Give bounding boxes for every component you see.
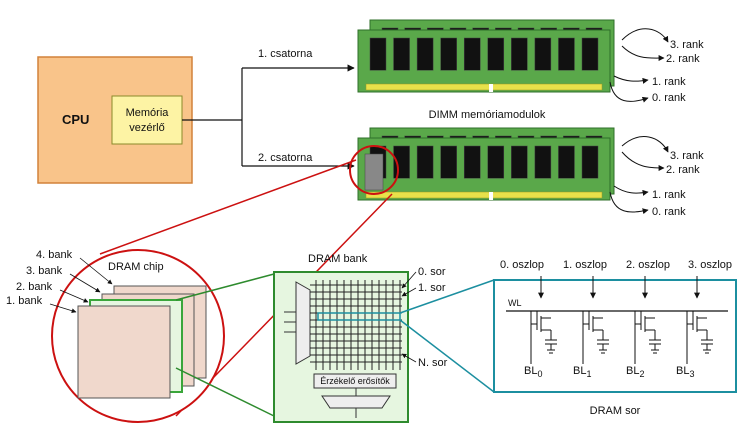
dram-row-title: DRAM sor — [590, 405, 641, 417]
dram-chip-package — [581, 145, 599, 179]
dram-row-box — [493, 279, 737, 393]
zoomed-chip — [364, 153, 384, 191]
gold-contacts — [365, 191, 603, 199]
channel-1-label: 1. csatorna — [258, 48, 313, 60]
bitline-2-label: BL2 — [626, 365, 644, 379]
dram-chip-package — [487, 145, 505, 179]
selected-row-highlight — [317, 312, 401, 321]
module-notch — [489, 84, 494, 92]
dimm-caption: DIMM memóriamodulok — [429, 109, 546, 121]
bank-4-label: 4. bank — [36, 249, 73, 261]
dram-chip-package — [440, 145, 457, 179]
column-mux — [321, 395, 391, 409]
wordline-label: WL — [508, 298, 522, 308]
dram-chip-package — [487, 37, 505, 71]
row-cells — [530, 276, 713, 364]
zoom-lines-row — [399, 279, 495, 393]
row-0-label: 0. sor — [418, 266, 446, 278]
bank-stack — [77, 285, 207, 399]
dram-chip-package — [393, 37, 410, 71]
bitline-labels: BL0 BL1 BL2 BL3 — [524, 365, 694, 379]
row-cell-0 — [530, 276, 557, 364]
dimm-channel-1-front — [357, 29, 611, 93]
dimm-channel-2-front — [357, 137, 611, 201]
dram-chip-package — [416, 37, 434, 71]
rank-arrows-upper — [609, 28, 669, 103]
memory-controller-box — [111, 95, 183, 145]
dram-chip-package — [511, 145, 528, 179]
decoder-inputs — [284, 311, 296, 333]
dram-chip-package — [558, 145, 575, 179]
dram-chip-package — [581, 37, 599, 71]
row-1-label: 1. sor — [418, 282, 446, 294]
dram-chip-package — [558, 37, 575, 71]
rank-2-label-lower: 2. rank — [666, 164, 700, 176]
module-notch — [489, 192, 494, 200]
col-1-label: 1. oszlop — [563, 259, 607, 271]
zoom-lines-bank — [175, 273, 275, 417]
rank-arrows-lower — [609, 136, 669, 215]
channel-connections — [182, 64, 355, 170]
bank-2-label: 2. bank — [16, 281, 53, 293]
row-cell-3 — [686, 276, 713, 364]
bank-layer-1 — [77, 305, 171, 399]
row-n-label: N. sor — [418, 357, 448, 369]
bitline-1-label: BL1 — [573, 365, 591, 379]
dram-chip-package — [440, 37, 457, 71]
gold-contacts — [365, 83, 603, 91]
rank-3-label-upper: 3. rank — [670, 39, 704, 51]
controller-label-line2: vezérlő — [129, 122, 164, 134]
col-0-label: 0. oszlop — [500, 259, 544, 271]
rank-0-label-lower: 0. rank — [652, 206, 686, 218]
bitline-3-label: BL3 — [676, 365, 694, 379]
cpu-label: CPU — [62, 112, 89, 127]
dram-chip-title: DRAM chip — [108, 261, 164, 273]
dram-chip-package — [534, 37, 552, 71]
bank-3-label: 3. bank — [26, 265, 63, 277]
row-cell-2 — [634, 276, 661, 364]
col-2-label: 2. oszlop — [626, 259, 670, 271]
sense-amp-label: Érzékelő erősítők — [320, 376, 390, 386]
channel-2-label: 2. csatorna — [258, 152, 313, 164]
controller-label-line1: Memória — [126, 107, 170, 119]
rank-3-label-lower: 3. rank — [670, 150, 704, 162]
sense-amp-box — [313, 373, 397, 389]
rank-0-label-upper: 0. rank — [652, 92, 686, 104]
dimm-modules — [357, 19, 615, 201]
bank-label-leaders — [49, 257, 113, 314]
dram-chip-package — [369, 37, 387, 71]
dram-chip-package — [463, 37, 481, 71]
rank-1-label-lower: 1. rank — [652, 189, 686, 201]
dram-chip-package — [534, 145, 552, 179]
bank-1-label: 1. bank — [6, 295, 43, 307]
dram-chip-package — [463, 145, 481, 179]
dram-chip-package — [511, 37, 528, 71]
dram-bank-title: DRAM bank — [308, 253, 368, 265]
rank-2-label-upper: 2. rank — [666, 53, 700, 65]
bitline-0-label: BL0 — [524, 365, 542, 379]
col-3-label: 3. oszlop — [688, 259, 732, 271]
row-cell-1 — [582, 276, 609, 364]
dram-chip-package — [416, 145, 434, 179]
row-decoder — [295, 281, 311, 365]
rank-1-label-upper: 1. rank — [652, 76, 686, 88]
row-label-leaders — [401, 271, 417, 363]
chip-zoom-source-circle — [349, 145, 399, 195]
